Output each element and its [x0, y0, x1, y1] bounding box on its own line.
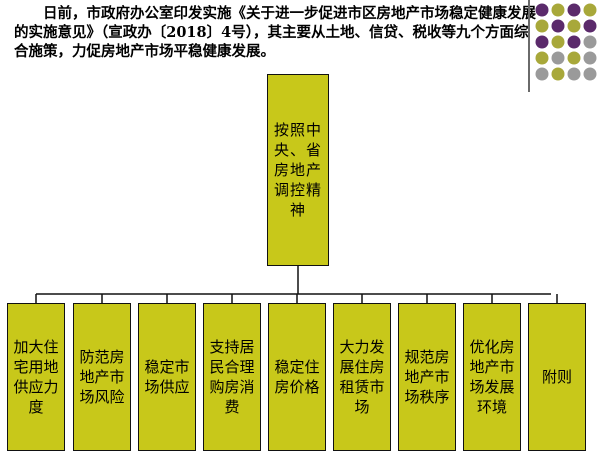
decorative-dot — [583, 19, 597, 33]
decorative-dot — [535, 35, 549, 49]
child-node-label: 防范房地产市场风险 — [79, 348, 125, 406]
child-node-label: 大力发展住房租赁市场 — [339, 338, 385, 416]
decorative-dot — [535, 67, 549, 81]
child-node-4: 支持居民合理购房消费 — [203, 303, 261, 451]
decorative-dot — [567, 67, 581, 81]
root-node-label: 按照中央、省房地产调控精神 — [274, 121, 323, 219]
child-node-label: 加大住宅用地供应力度 — [13, 338, 59, 416]
child-node-1: 加大住宅用地供应力度 — [7, 303, 65, 451]
decorative-dot — [551, 67, 565, 81]
decorative-dot — [551, 51, 565, 65]
decorative-dot — [551, 3, 565, 17]
decorative-dot — [535, 3, 549, 17]
child-node-label: 支持居民合理购房消费 — [209, 338, 255, 416]
child-node-2: 防范房地产市场风险 — [73, 303, 131, 451]
child-node-label: 附则 — [541, 368, 572, 386]
decorative-dot — [567, 19, 581, 33]
decorative-dot-grid — [535, 3, 597, 81]
child-node-8: 优化房地产市场发展环境 — [463, 303, 521, 451]
child-node-label: 优化房地产市场发展环境 — [469, 338, 515, 416]
decorative-dot — [583, 3, 597, 17]
child-node-label: 规范房地产市场秩序 — [404, 348, 450, 406]
intro-paragraph: 日前，市政府办公室印发实施《关于进一步促进市区房地产市场稳定健康发展的实施意见》… — [14, 5, 536, 60]
child-node-9: 附则 — [528, 303, 586, 451]
child-node-label: 稳定市场供应 — [144, 358, 190, 396]
decorative-dot — [583, 35, 597, 49]
decorative-dot — [535, 51, 549, 65]
decorative-dot — [567, 35, 581, 49]
child-node-6: 大力发展住房租赁市场 — [333, 303, 391, 451]
decorative-dot — [551, 35, 565, 49]
decorative-divider — [528, 0, 530, 92]
decorative-dot — [535, 19, 549, 33]
decorative-dot — [567, 3, 581, 17]
decorative-dot — [583, 67, 597, 81]
root-node: 按照中央、省房地产调控精神 — [267, 74, 329, 266]
decorative-dot — [583, 51, 597, 65]
child-node-label: 稳定住房价格 — [274, 358, 320, 396]
child-node-3: 稳定市场供应 — [138, 303, 196, 451]
decorative-dot — [551, 19, 565, 33]
child-node-5: 稳定住房价格 — [268, 303, 326, 451]
decorative-dot — [567, 51, 581, 65]
child-node-7: 规范房地产市场秩序 — [398, 303, 456, 451]
